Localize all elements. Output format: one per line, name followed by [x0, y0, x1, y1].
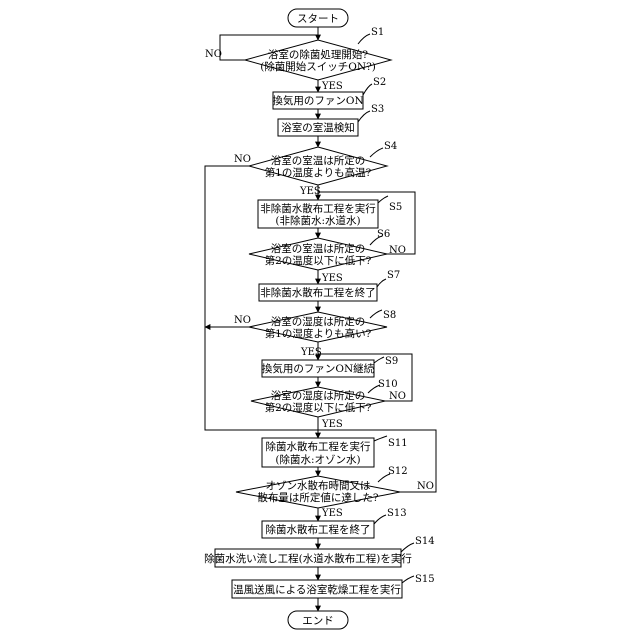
s9-text: 換気用のファンON継続: [262, 362, 375, 375]
s8-no-label: NO: [234, 315, 251, 326]
s4-text-line1: 浴室の室温は所定の: [271, 154, 366, 167]
s6-text-line2: 第2の温度以下に低下?: [265, 254, 372, 267]
s14-step-id: S14: [415, 536, 435, 547]
s9-step-id: S9: [385, 356, 398, 367]
s5-text-line2: (非除菌水:水道水): [275, 214, 360, 227]
s1-text-line1: 浴室の除菌処理開始?: [268, 48, 368, 61]
s3-step-id: S3: [371, 104, 384, 115]
s12-yes-label: YES: [321, 508, 343, 519]
s4-step-id: S4: [384, 141, 397, 152]
s11-text-line1: 除菌水散布工程を実行: [266, 440, 371, 453]
s6-no-label: NO: [389, 245, 406, 256]
s7-text: 非除菌水散布工程を終了: [260, 286, 376, 299]
s6-text-line1: 浴室の室温は所定の: [271, 242, 366, 255]
start-terminal: スタート: [297, 13, 339, 25]
s7-step-id: S7: [387, 270, 400, 281]
s13-step-id: S13: [387, 508, 407, 519]
s2-text: 換気用のファンON: [272, 94, 363, 107]
s13-text: 除菌水散布工程を終了: [266, 523, 371, 536]
s4-no-label: NO: [234, 154, 251, 165]
s12-text-line1: オゾン水散布時間又は: [266, 479, 371, 492]
s10-yes-label: YES: [321, 419, 343, 430]
s8-text-line1: 浴室の湿度は所定の: [271, 315, 366, 328]
s8-text-line2: 第1の湿度よりも高い?: [265, 327, 372, 340]
s14-text: 除菌水洗い流し工程(水道水散布工程)を実行: [204, 552, 412, 565]
s10-no-label: NO: [389, 391, 406, 402]
s10-step-id: S10: [378, 379, 398, 390]
s1-yes-label: YES: [321, 81, 343, 92]
s12-no-label: NO: [417, 481, 434, 492]
s12-step-id: S12: [388, 466, 408, 477]
s4-yes-label: YES: [299, 186, 321, 197]
s5-step-id: S5: [389, 202, 402, 213]
s1-text-line2: (除菌開始スイッチON?): [260, 60, 376, 73]
s6-yes-label: YES: [321, 273, 343, 284]
s8-yes-label: YES: [300, 347, 322, 358]
s10-text-line2: 第2の湿度以下に低下?: [265, 401, 372, 414]
s1-no-label: NO: [205, 49, 222, 60]
s3-text: 浴室の室温検知: [281, 121, 355, 134]
s4-text-line2: 第1の温度よりも高温?: [265, 166, 372, 179]
s6-step-id: S6: [377, 229, 390, 240]
s11-text-line2: (除菌水:オゾン水): [275, 453, 360, 466]
s15-text: 温風送風による浴室乾燥工程を実行: [233, 583, 401, 596]
s2-step-id: S2: [373, 77, 386, 88]
s11-step-id: S11: [388, 438, 408, 449]
s10-text-line1: 浴室の湿度は所定の: [271, 389, 366, 402]
s5-text-line1: 非除菌水散布工程を実行: [260, 202, 376, 215]
end-terminal: エンド: [302, 615, 334, 627]
s8-step-id: S8: [383, 310, 396, 321]
s1-step-id: S1: [371, 27, 384, 38]
s15-step-id: S15: [415, 574, 435, 585]
s12-text-line2: 散布量は所定値に達した?: [257, 491, 378, 504]
